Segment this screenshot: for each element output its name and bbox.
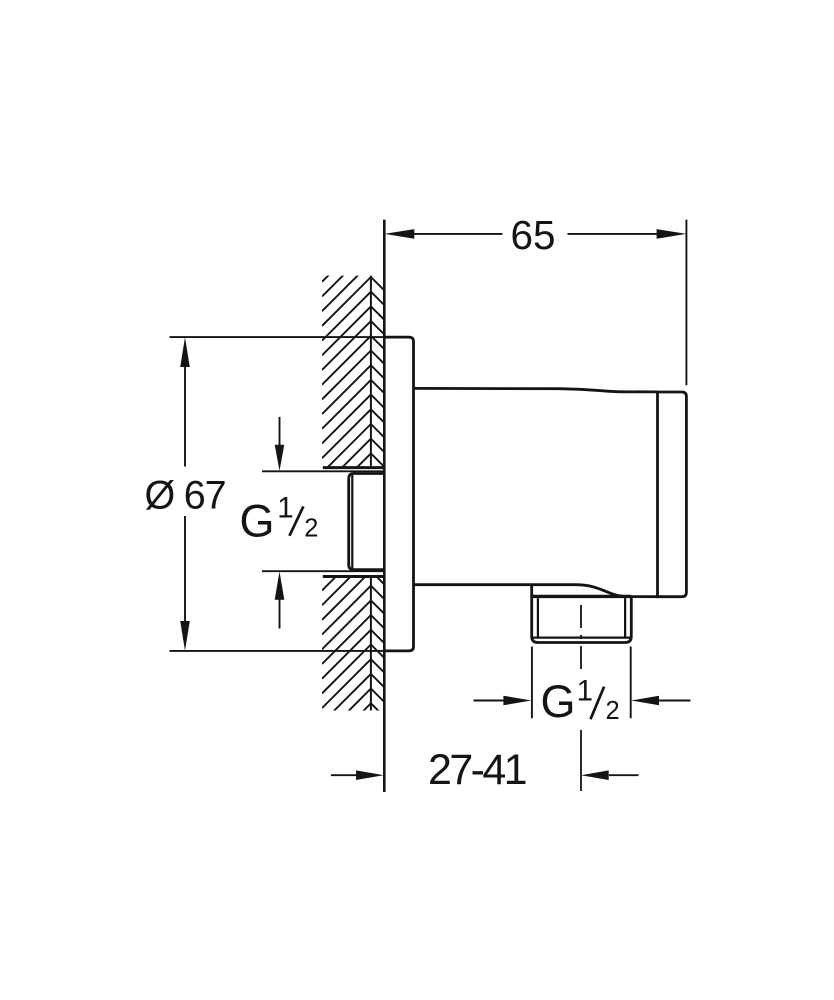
svg-text:2: 2 <box>606 697 620 725</box>
svg-text:Ø 67: Ø 67 <box>145 473 226 517</box>
svg-text:2: 2 <box>304 514 318 542</box>
svg-text:65: 65 <box>510 212 555 258</box>
svg-text:G: G <box>240 495 275 546</box>
svg-text:1: 1 <box>277 492 293 525</box>
svg-text:27-41: 27-41 <box>428 746 526 794</box>
svg-text:G: G <box>541 676 576 727</box>
svg-text:1: 1 <box>577 674 593 707</box>
